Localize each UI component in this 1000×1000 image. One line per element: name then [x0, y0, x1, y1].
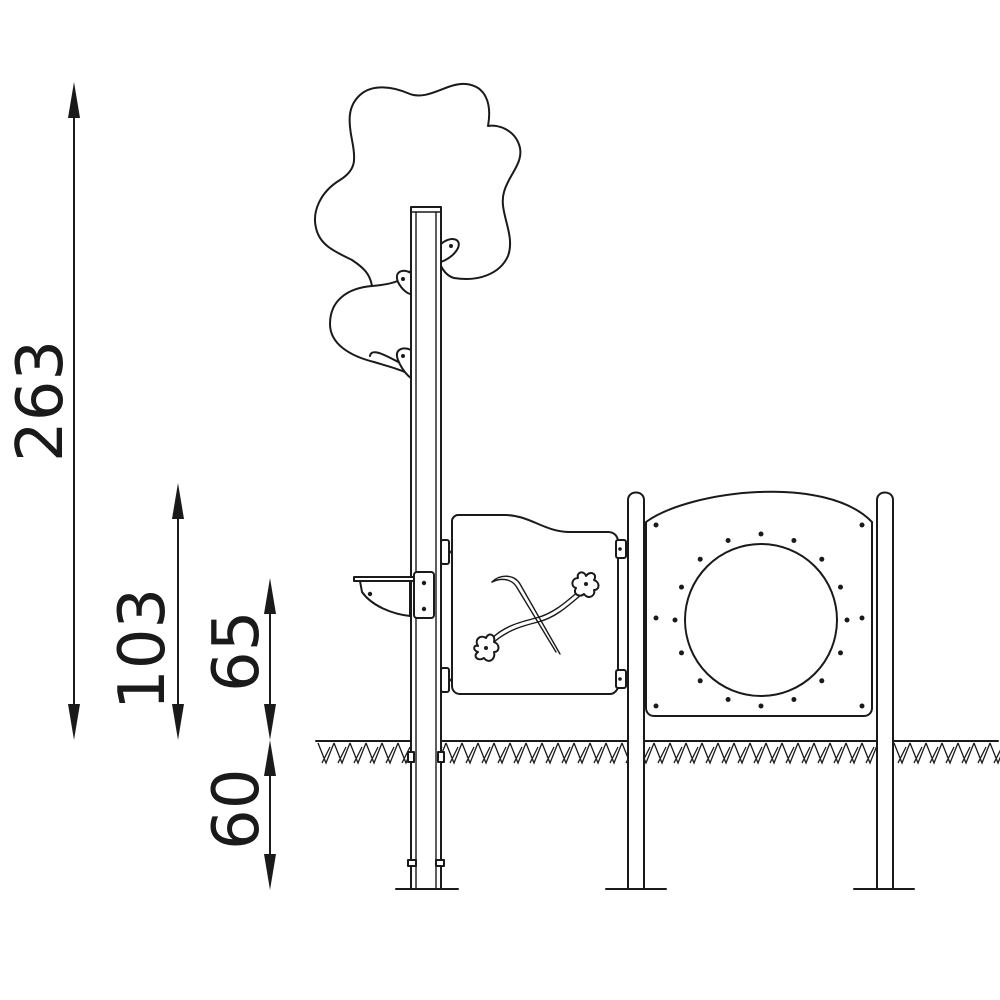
- arrowhead-up-icon: [264, 740, 276, 776]
- right-posts: [605, 491, 915, 890]
- porthole-opening: [684, 543, 838, 697]
- bolt: [838, 650, 843, 656]
- shelf-bracket: [353, 571, 435, 619]
- middle-panel: [451, 514, 627, 695]
- arrowhead-up-icon: [264, 578, 276, 614]
- bolt: [679, 650, 684, 656]
- post-climbing-holds: [396, 238, 460, 379]
- bolt: [819, 556, 825, 562]
- arrowhead-down-icon: [68, 704, 80, 740]
- dimension-panel-bottom-height: 65: [200, 578, 276, 740]
- arrowhead-down-icon: [264, 704, 276, 740]
- bolt: [844, 617, 850, 623]
- panel-bottom-height-label: 65: [200, 611, 274, 692]
- arrowhead-up-icon: [68, 82, 80, 118]
- bolt: [791, 697, 797, 702]
- bolt: [819, 678, 825, 684]
- bolt: [679, 584, 684, 590]
- bolt: [791, 538, 797, 543]
- porthole-panel: [645, 490, 873, 717]
- panel-corner-bolts: [653, 522, 865, 709]
- total-height-label: 263: [4, 340, 78, 462]
- bolt: [697, 678, 703, 684]
- dimension-total-height: 263: [4, 82, 80, 740]
- bolt: [725, 697, 731, 702]
- dimension-panel-top-height: 103: [106, 483, 184, 740]
- bolt: [758, 531, 764, 537]
- dimension-foundation-depth: 60: [200, 740, 276, 890]
- bolt: [838, 584, 843, 590]
- arrowhead-down-icon: [264, 854, 276, 890]
- panel-top-height-label: 103: [106, 588, 180, 710]
- porthole-bolts: [672, 531, 850, 709]
- bolt: [672, 617, 678, 623]
- arrowhead-down-icon: [172, 704, 184, 740]
- bolt: [697, 556, 703, 562]
- flower-graphic: [473, 571, 600, 662]
- foundation-depth-label: 60: [200, 769, 274, 850]
- bolt: [725, 538, 731, 543]
- bolt: [758, 703, 764, 709]
- arrowhead-up-icon: [172, 483, 184, 519]
